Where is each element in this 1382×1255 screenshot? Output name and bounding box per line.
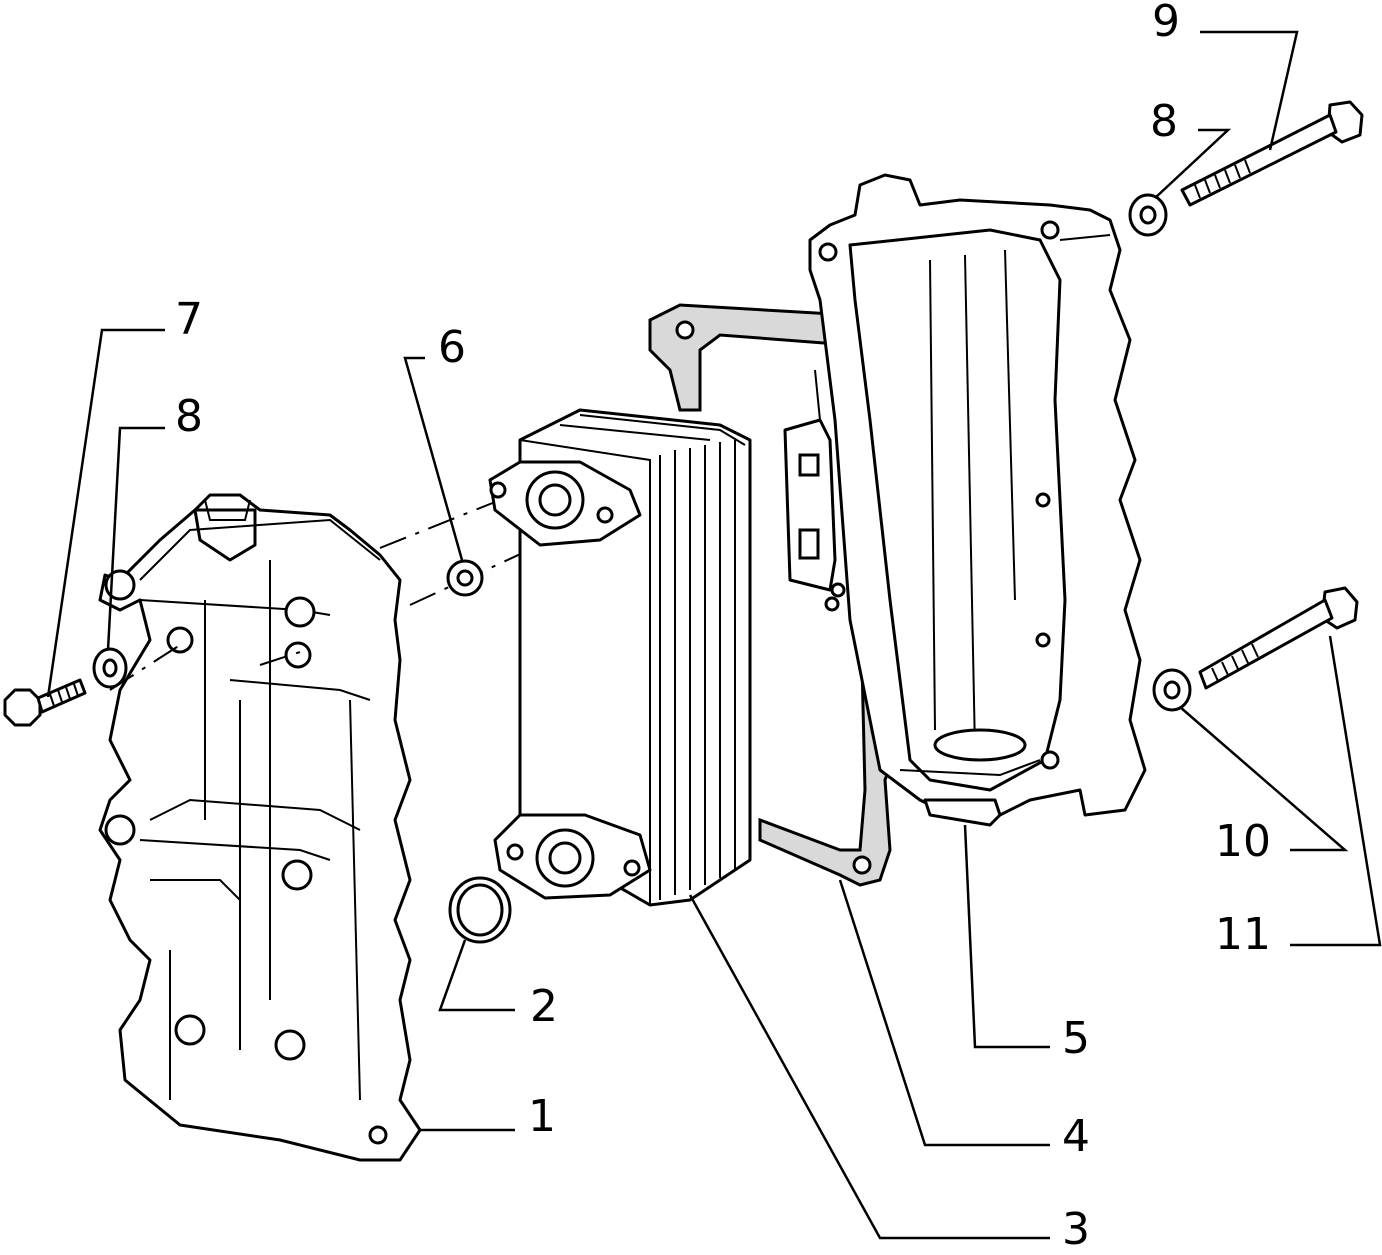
callout-4: 4 [1062, 1111, 1090, 1162]
part-6-seal [446, 559, 484, 597]
leader-3 [688, 894, 1050, 1240]
alignment-line-screw [259, 651, 301, 666]
callout-1: 1 [528, 1091, 556, 1142]
leader-8a [106, 426, 165, 651]
leader-7 [46, 328, 165, 698]
leader-6 [403, 356, 464, 561]
callout-9: 9 [1152, 0, 1180, 47]
part-11-bolt [1198, 586, 1359, 690]
callout-7: 7 [175, 294, 203, 345]
part-10-washer [1152, 668, 1192, 712]
part-9-bolt [1180, 100, 1364, 207]
leader-10 [1179, 706, 1349, 852]
leader-4 [838, 879, 1050, 1147]
callout-2: 2 [530, 981, 558, 1032]
leader-2 [438, 939, 515, 1012]
leader-8b [1154, 128, 1232, 199]
callout-6: 6 [438, 322, 466, 373]
part-1-housing [98, 493, 422, 1162]
alignment-line-upper [379, 499, 501, 549]
part-7-bolt [3, 678, 87, 727]
leader-lines [46, 30, 1382, 1240]
part-8-washer-right [1128, 193, 1168, 237]
part-2-o-ring [448, 876, 512, 944]
leader-11 [1290, 635, 1382, 947]
callout-8-right: 8 [1150, 96, 1178, 147]
part-3-heat-exchanger [488, 408, 752, 907]
part-8-washer-left [92, 647, 128, 689]
callout-10: 10 [1215, 816, 1271, 867]
callout-5: 5 [1062, 1013, 1090, 1064]
leader-9 [1200, 30, 1299, 151]
part-5-cover [808, 173, 1147, 827]
leader-5 [963, 824, 1050, 1049]
callout-11: 11 [1215, 909, 1271, 960]
callout-3: 3 [1062, 1204, 1090, 1255]
callout-8-left: 8 [175, 391, 203, 442]
